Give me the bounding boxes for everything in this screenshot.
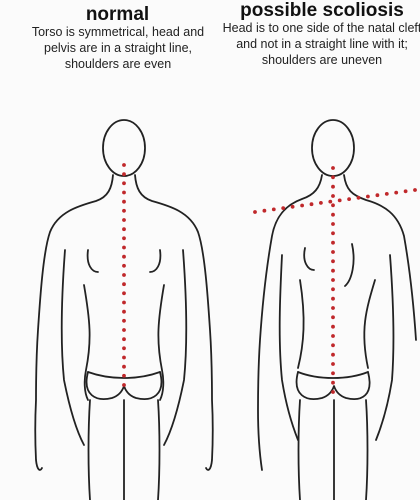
reference-dot	[331, 175, 335, 179]
scoliosis-left-waist	[298, 280, 304, 368]
reference-dot	[331, 362, 335, 366]
reference-dot	[122, 264, 126, 268]
reference-dot	[122, 246, 126, 250]
reference-dot	[331, 306, 335, 310]
reference-dot	[331, 222, 335, 226]
reference-dot	[253, 210, 257, 214]
reference-dot	[331, 166, 335, 170]
normal-left-arm-inner	[62, 250, 84, 445]
reference-dot	[122, 346, 126, 350]
reference-dot	[122, 273, 126, 277]
scoliosis-buttocks	[297, 372, 370, 399]
reference-dot	[366, 195, 370, 199]
reference-dot	[331, 213, 335, 217]
reference-dot	[331, 353, 335, 357]
reference-dot	[122, 356, 126, 360]
reference-dot	[331, 381, 335, 385]
scoliosis-left-outline	[258, 175, 322, 470]
reference-dot	[122, 236, 126, 240]
reference-dot	[291, 205, 295, 209]
reference-dot	[122, 200, 126, 204]
scoliosis-right-outline	[344, 175, 416, 340]
reference-dot	[122, 337, 126, 341]
reference-dot	[331, 241, 335, 245]
normal-midline-dots	[122, 163, 126, 387]
normal-right-scapula	[150, 250, 160, 272]
reference-dot	[122, 301, 126, 305]
normal-left-outline	[35, 175, 113, 470]
reference-dot	[122, 319, 126, 323]
reference-dot	[394, 191, 398, 195]
reference-dot	[357, 196, 361, 200]
reference-dot	[331, 334, 335, 338]
reference-dot	[122, 365, 126, 369]
reference-dot	[338, 199, 342, 203]
reference-dot	[385, 192, 389, 196]
reference-dot	[122, 310, 126, 314]
reference-dot	[331, 343, 335, 347]
reference-dot	[331, 185, 335, 189]
reference-dot	[319, 201, 323, 205]
scoliosis-left-arm-inner	[280, 255, 298, 440]
normal-right-leg	[158, 400, 160, 500]
scoliosis-right-leg	[366, 400, 368, 500]
reference-dot	[122, 383, 126, 387]
reference-dot	[122, 227, 126, 231]
reference-dot	[331, 390, 335, 394]
scoliosis-right-waist	[364, 280, 375, 368]
reference-dot	[347, 197, 351, 201]
reference-dot	[281, 206, 285, 210]
scoliosis-left-scapula	[304, 248, 314, 270]
reference-dot	[331, 250, 335, 254]
reference-dot	[331, 278, 335, 282]
reference-dot	[272, 208, 276, 212]
reference-dot	[331, 315, 335, 319]
reference-dot	[122, 163, 126, 167]
reference-dot	[122, 181, 126, 185]
scoliosis-left-leg	[299, 400, 301, 500]
reference-dot	[122, 172, 126, 176]
normal-left-scapula	[88, 250, 98, 272]
reference-dot	[331, 203, 335, 207]
reference-dot	[331, 297, 335, 301]
normal-head	[103, 120, 145, 176]
scoliosis-right-scapula	[345, 244, 354, 286]
reference-dot	[413, 188, 417, 192]
reference-dot	[331, 269, 335, 273]
reference-dot	[331, 371, 335, 375]
scoliosis-figure	[258, 120, 416, 500]
scoliosis-shoulder-line-dots	[253, 188, 417, 214]
normal-right-arm-inner	[164, 250, 186, 445]
reference-dot	[376, 193, 380, 197]
reference-dot	[331, 231, 335, 235]
reference-dot	[310, 202, 314, 206]
reference-dot	[404, 189, 408, 193]
reference-dot	[331, 194, 335, 198]
scoliosis-right-arm-inner	[376, 255, 393, 440]
normal-right-outline	[135, 175, 213, 470]
reference-dot	[122, 328, 126, 332]
reference-dot	[122, 218, 126, 222]
reference-dot	[331, 287, 335, 291]
reference-dot	[122, 282, 126, 286]
reference-dot	[331, 259, 335, 263]
reference-dot	[122, 374, 126, 378]
reference-dot	[328, 200, 332, 204]
reference-dot	[122, 191, 126, 195]
reference-dot	[331, 325, 335, 329]
reference-dot	[263, 209, 267, 213]
reference-dot	[122, 291, 126, 295]
reference-dots	[122, 163, 417, 394]
reference-dot	[122, 209, 126, 213]
reference-dot	[300, 204, 304, 208]
scoliosis-midline-dots	[331, 166, 335, 394]
reference-dot	[122, 255, 126, 259]
normal-left-leg	[89, 400, 91, 500]
